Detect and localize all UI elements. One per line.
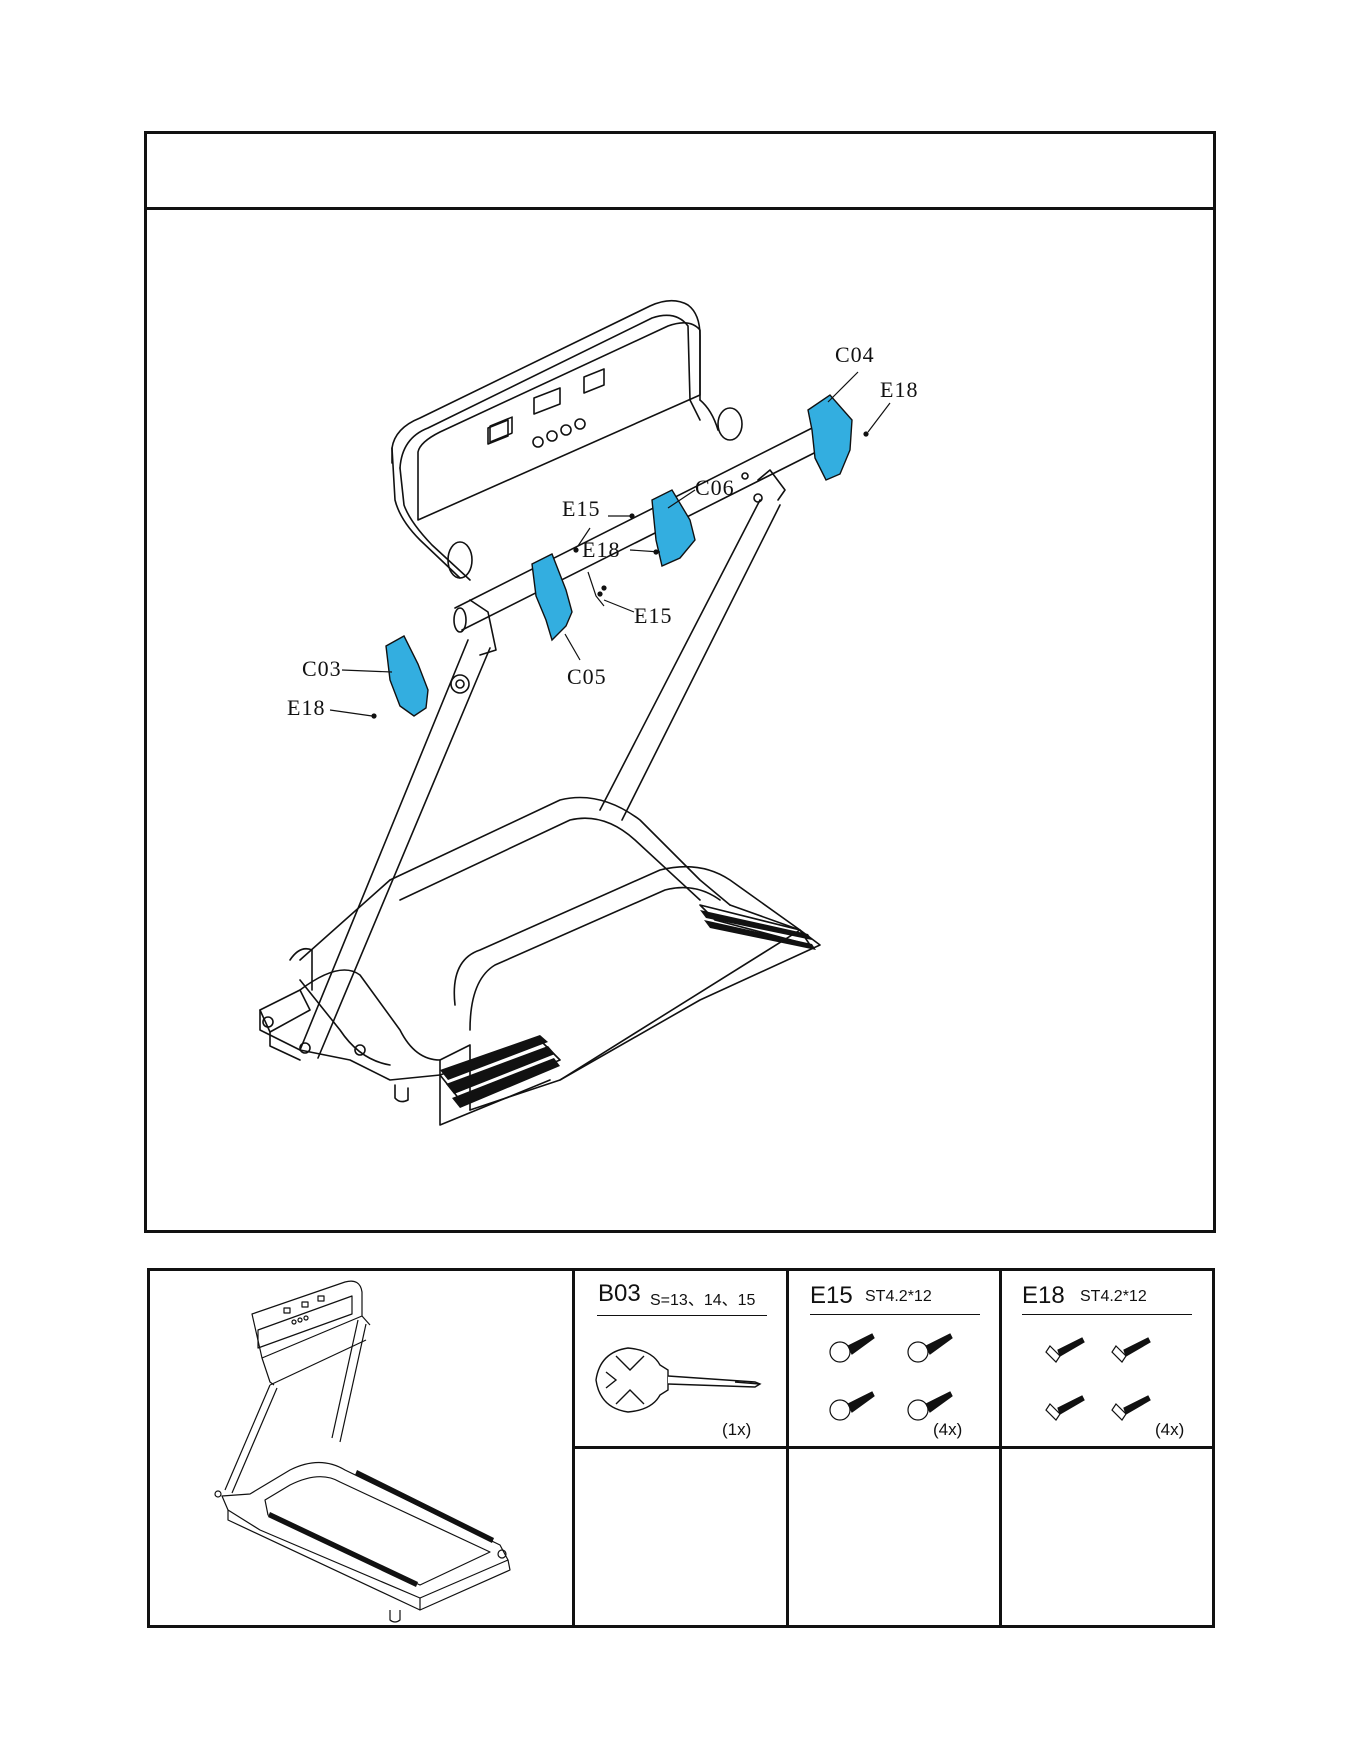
flange-head-screw-icon <box>1112 1338 1150 1362</box>
flange-head-screw-icon <box>1046 1396 1084 1420</box>
hw-e18-qty: (4x) <box>1155 1420 1184 1440</box>
flange-head-screw-icon <box>1046 1338 1084 1362</box>
flange-head-screw-icon <box>1112 1396 1150 1420</box>
